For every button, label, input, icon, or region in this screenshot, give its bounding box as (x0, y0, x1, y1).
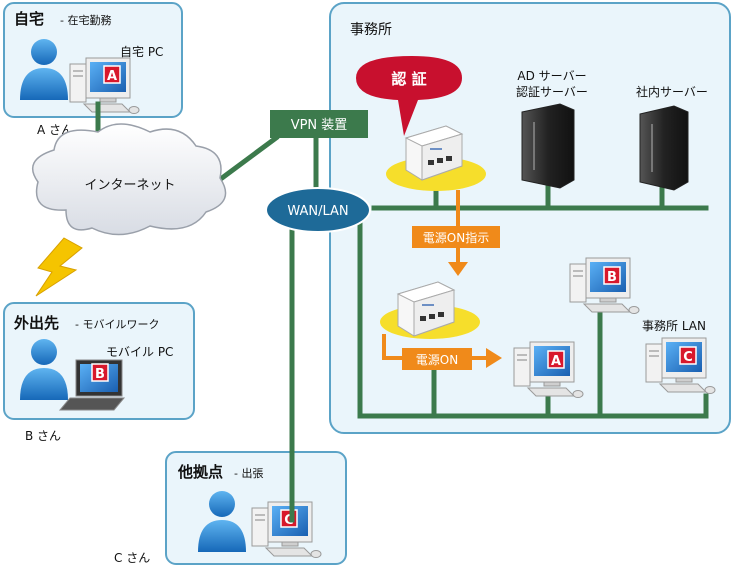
home-screen-letter: A (107, 69, 117, 84)
ad-server-label-1: AD サーバー (517, 69, 586, 83)
branch-subtitle: - 出張 (234, 466, 263, 480)
internet-label: インターネット (84, 178, 175, 193)
home-subtitle: - 在宅勤務 (60, 13, 111, 27)
auth-bubble-text: 認 証 (391, 70, 426, 88)
office-pc-c-letter: C (683, 350, 693, 365)
line-internet-vpn (218, 134, 280, 182)
power-on-label: 電源ON (416, 353, 458, 367)
user-b-label: B さん (25, 429, 61, 443)
branch-screen-letter: C (284, 513, 294, 528)
internal-server-icon (639, 105, 689, 191)
home-pc-label: 自宅 PC (120, 44, 163, 59)
office-pc-b-letter: B (607, 270, 617, 285)
office-lan-label: 事務所 LAN (642, 319, 706, 333)
power-on-command-label: 電源ON指示 (423, 230, 489, 245)
branch-title: 他拠点 (177, 463, 223, 481)
power-on-box (402, 348, 472, 370)
wan-lan-node (265, 187, 371, 233)
mobile-subtitle: - モバイルワーク (75, 318, 159, 331)
power-on-command-box (412, 226, 500, 248)
auth-bubble: 認 証 (356, 56, 462, 136)
user-c-label: C さん (114, 551, 150, 565)
office-pc-a-letter: A (551, 354, 561, 369)
power-on-arrow (486, 348, 502, 368)
vpn-device (270, 110, 368, 138)
office-title: 事務所 (350, 22, 392, 38)
ad-server-icon (521, 103, 575, 189)
mobile-pc-label: モバイル PC (106, 345, 173, 359)
home-title: 自宅 (14, 10, 44, 28)
lightning-icon (35, 237, 83, 297)
mobile-title: 外出先 (13, 314, 59, 332)
vpn-label: VPN 装置 (291, 118, 348, 133)
power-on-command-arrow (448, 262, 468, 276)
internal-server-label: 社内サーバー (636, 84, 708, 99)
mobile-screen-letter: B (95, 367, 105, 382)
network-lines (95, 101, 709, 523)
ad-server-label-2: 認証サーバー (516, 84, 588, 99)
wan-lan-label: WAN/LAN (287, 204, 348, 219)
internet-cloud: インターネット (32, 123, 227, 236)
